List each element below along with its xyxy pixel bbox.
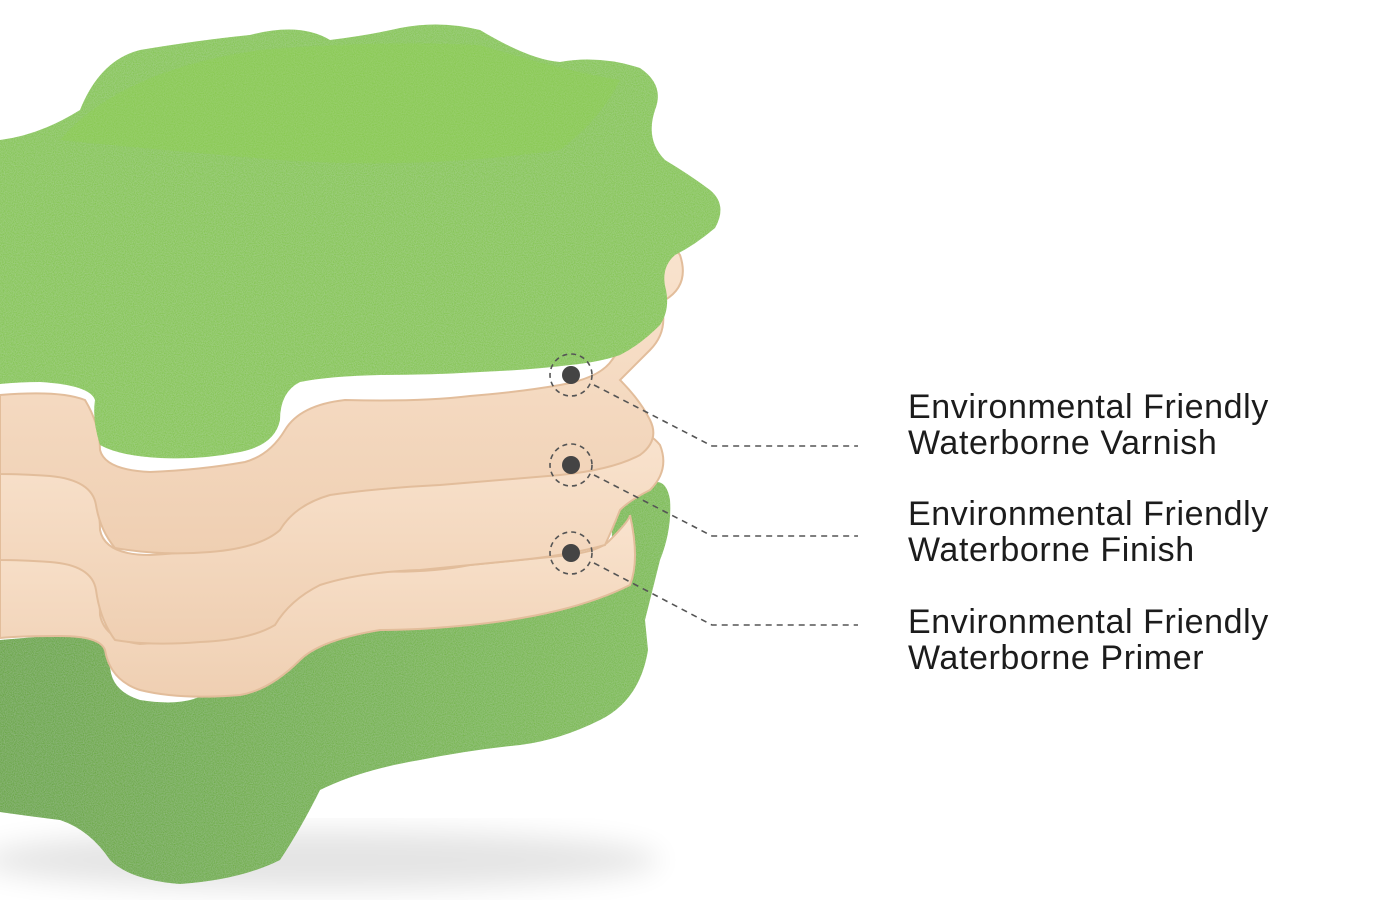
leader-line-finish — [593, 474, 858, 537]
label-finish-line2: Waterborne Finish — [908, 531, 1195, 569]
label-primer-line2: Waterborne Primer — [908, 639, 1205, 677]
leader-line-primer — [593, 562, 858, 626]
green-top-surface — [0, 24, 721, 459]
leader-lines — [593, 384, 858, 626]
label-varnish-line1: Environmental Friendly — [908, 388, 1269, 426]
marker-finish — [549, 443, 593, 487]
leader-line-varnish — [593, 384, 858, 447]
label-finish-line1: Environmental Friendly — [908, 495, 1269, 533]
label-varnish: Environmental Friendly Waterborne Varnis… — [908, 389, 1269, 461]
label-primer-line1: Environmental Friendly — [908, 603, 1269, 641]
label-varnish-line2: Waterborne Varnish — [908, 424, 1218, 462]
label-primer: Environmental Friendly Waterborne Primer — [908, 604, 1269, 676]
label-finish: Environmental Friendly Waterborne Finish — [908, 496, 1269, 568]
marker-primer — [549, 531, 593, 575]
top-highlight — [60, 43, 620, 164]
marker-varnish — [549, 353, 593, 397]
